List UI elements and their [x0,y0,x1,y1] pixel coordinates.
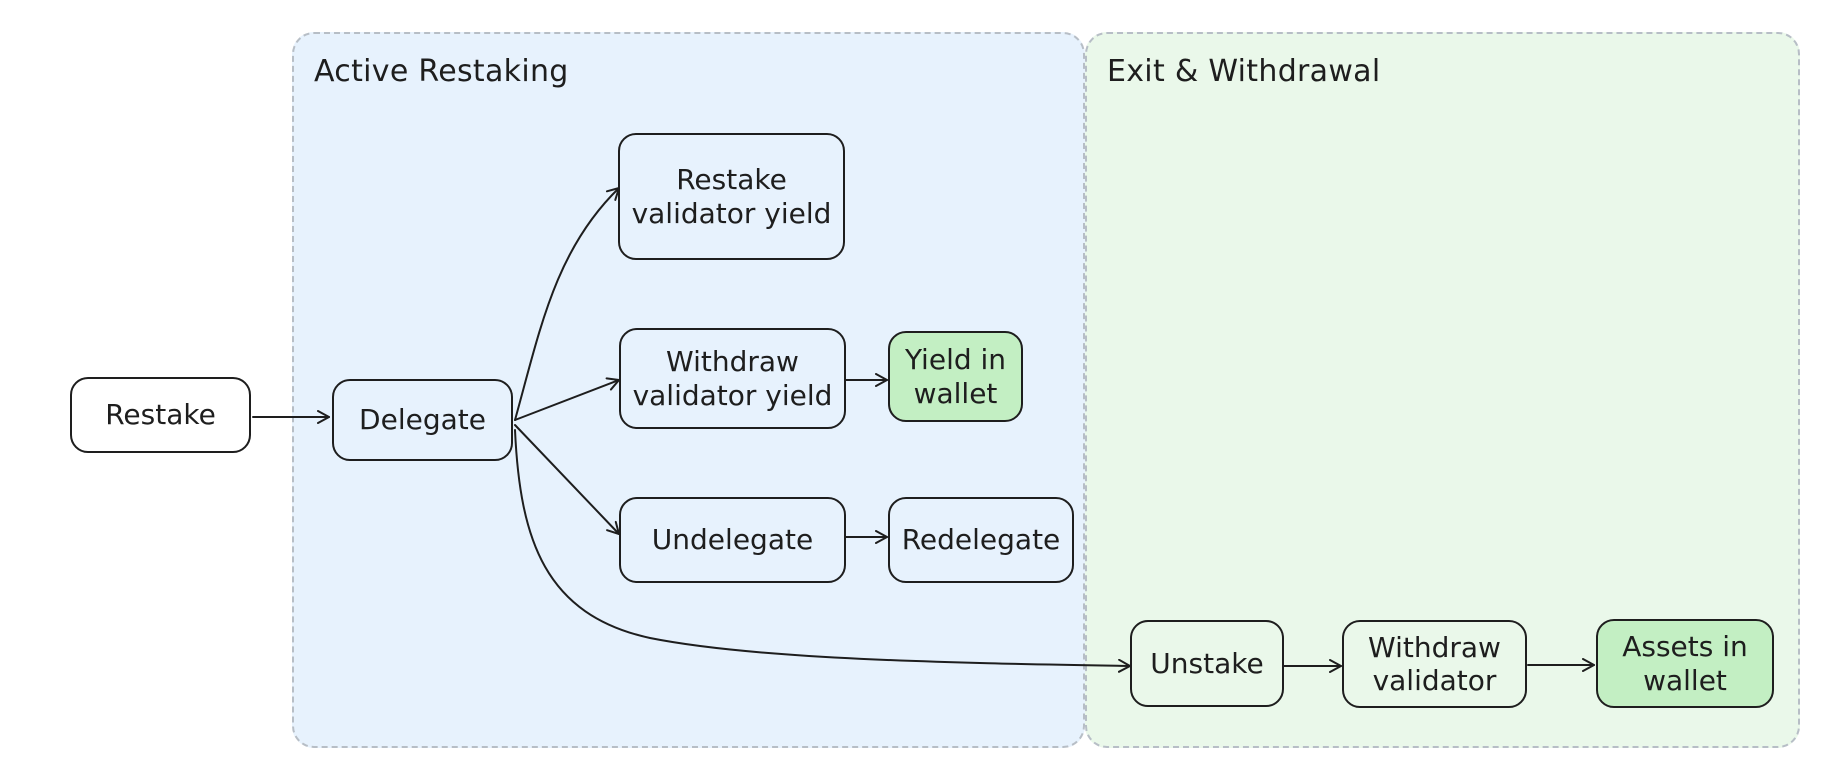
node-redelegate[interactable]: Redelegate [888,497,1074,583]
group-active-restaking-title: Active Restaking [314,54,569,89]
node-unstake[interactable]: Unstake [1130,620,1284,707]
node-restake[interactable]: Restake [70,377,251,453]
group-exit-withdrawal-title: Exit & Withdrawal [1107,54,1381,89]
node-withdraw-validator-yield[interactable]: Withdraw validator yield [619,328,846,429]
node-withdraw-validator[interactable]: Withdraw validator [1342,620,1527,708]
node-assets-in-wallet[interactable]: Assets in wallet [1596,619,1774,708]
node-undelegate[interactable]: Undelegate [619,497,846,583]
node-delegate[interactable]: Delegate [332,379,513,461]
node-yield-in-wallet[interactable]: Yield in wallet [888,331,1023,422]
node-restake-validator-yield[interactable]: Restake validator yield [618,133,845,260]
